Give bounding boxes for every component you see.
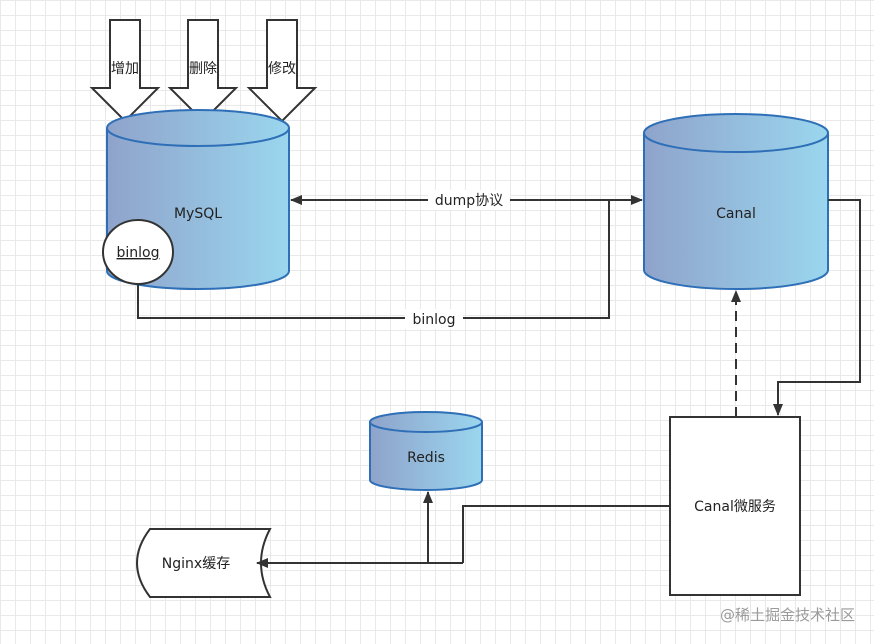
nginx-cache-shape: Nginx缓存 (136, 528, 272, 598)
binlog-flow-edge (137, 200, 610, 319)
watermark-text: @稀土掘金技术社区 (720, 606, 855, 624)
dump-label-bg (428, 190, 510, 210)
dump-protocol-label: dump协议 (435, 193, 503, 209)
redis-cylinder: Redis (369, 411, 483, 491)
binlog-flow-label-bg (405, 309, 463, 329)
op-add-arrow: 增加 (89, 19, 161, 123)
canal-service-box: Canal微服务 (669, 416, 801, 596)
op-add-label: 增加 (111, 61, 139, 77)
mysql-label: MySQL (174, 206, 222, 222)
binlog-badge: binlog (102, 219, 174, 285)
canal-label: Canal (716, 206, 756, 222)
binlog-badge-label: binlog (117, 245, 160, 261)
redis-label: Redis (407, 450, 445, 466)
canal-service-label: Canal微服务 (694, 499, 776, 515)
nginx-label: Nginx缓存 (162, 556, 230, 572)
op-modify-label: 修改 (268, 61, 296, 77)
binlog-flow-label: binlog (413, 312, 456, 328)
service-to-cache-edge (462, 505, 670, 563)
op-delete-arrow: 删除 (167, 19, 239, 123)
op-delete-label: 删除 (189, 61, 217, 77)
connectors: dump协议 binlog (137, 190, 861, 568)
canal-to-service-edge (773, 199, 861, 416)
canal-cylinder: Canal (643, 113, 829, 290)
op-modify-arrow: 修改 (246, 19, 318, 123)
